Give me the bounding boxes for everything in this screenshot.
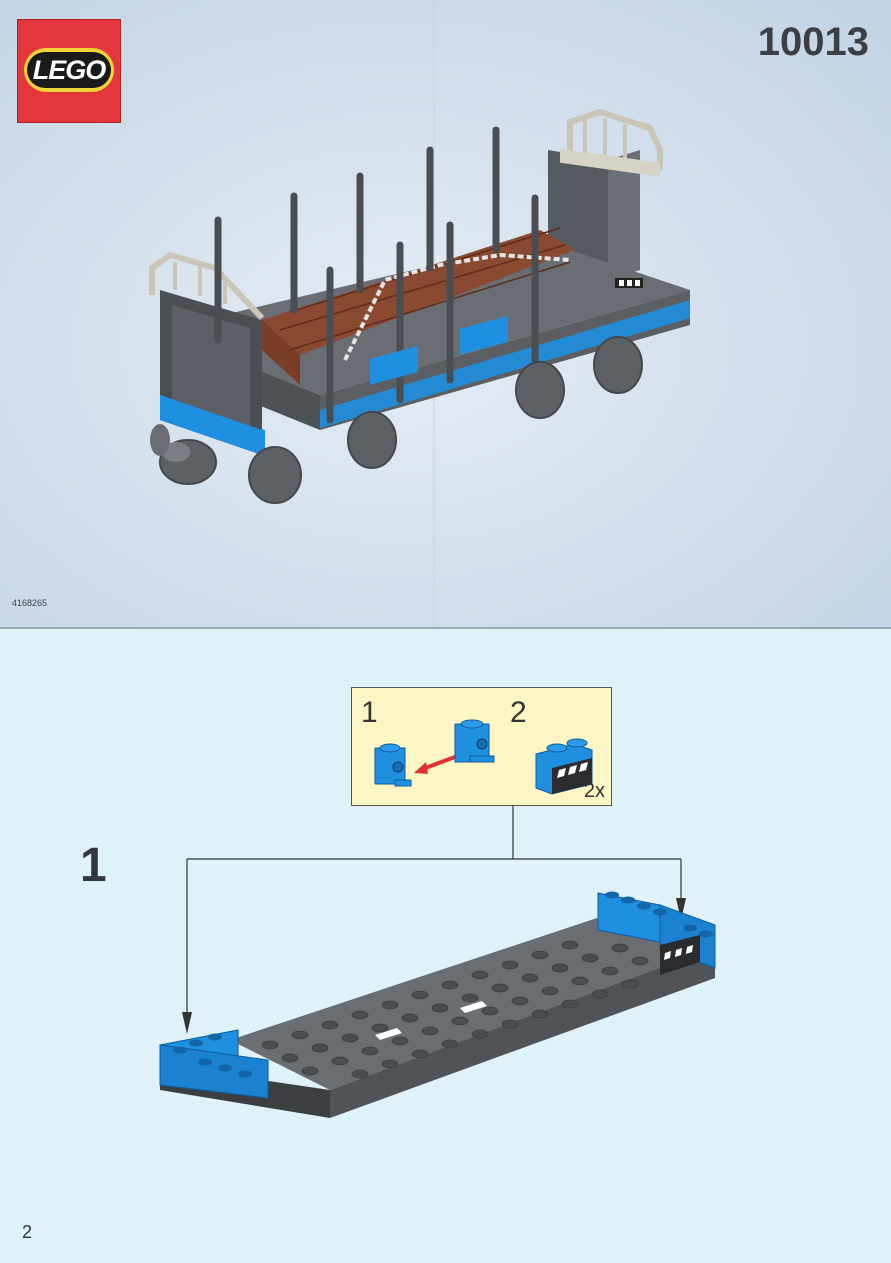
cover-panel: LEGO 10013 <box>0 0 891 628</box>
substep-bricks-illustration <box>374 719 593 795</box>
printed-brick-icon <box>535 738 593 795</box>
headlight-brick-icon <box>454 719 495 763</box>
part-code: 4168265 <box>12 598 48 608</box>
substep-1-label: 1 <box>361 696 378 729</box>
page-divider <box>0 627 891 629</box>
logo-wordmark: LEGO <box>32 54 107 85</box>
substep-callout: 1 2 2x <box>351 687 612 806</box>
lego-logo: LEGO <box>17 19 121 123</box>
multiplier-label: 2x <box>583 780 605 802</box>
substep-2-label: 2 <box>510 696 527 729</box>
set-number: 10013 <box>757 20 869 64</box>
step-number: 1 <box>80 839 107 892</box>
headlight-brick-icon <box>374 743 412 787</box>
page-number: 2 <box>22 1222 33 1242</box>
train-wagon-illustration <box>149 108 690 504</box>
